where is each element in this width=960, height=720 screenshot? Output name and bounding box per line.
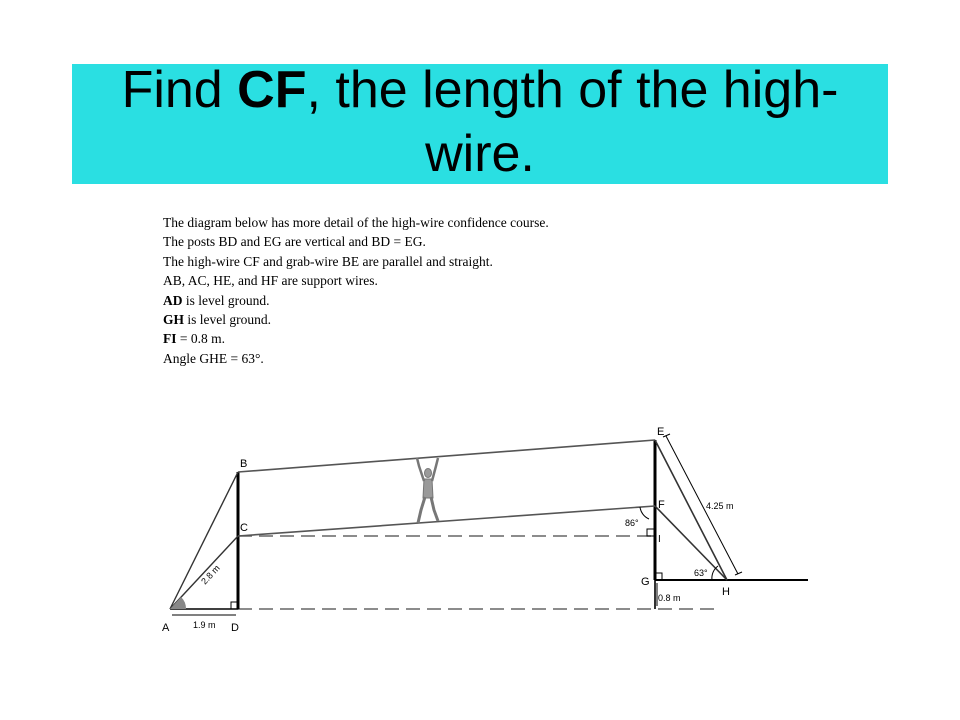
description-line: The posts BD and EG are vertical and BD … [163, 234, 426, 250]
title-bold: CF [237, 61, 307, 119]
description-line: AD is level ground. [163, 292, 270, 308]
point-label-H: H [722, 586, 730, 598]
support-wire-AB [169, 471, 239, 610]
right-angle-D [230, 601, 239, 610]
support-wire-AC [169, 535, 239, 610]
angle-arc-F [639, 506, 650, 520]
point-label-G: G [641, 576, 650, 588]
dimension-line-HE [665, 435, 739, 575]
description-line: AB, AC, HE, and HF are support wires. [163, 273, 378, 289]
page-title: Find CF, the length of the high-wire. [72, 58, 888, 186]
grab-wire-BE [237, 439, 656, 473]
title-suffix: , the length of the high-wire. [306, 61, 839, 183]
right-angle-I [646, 528, 656, 537]
angle-arc-H [711, 565, 719, 581]
support-wire-HE [654, 439, 728, 581]
measure-label-GI: 0.8 m [658, 593, 681, 603]
angle-label-GHE: 63° [694, 568, 708, 578]
support-wire-HF [654, 505, 728, 581]
measure-label-AD: 1.9 m [193, 620, 216, 630]
point-label-D: D [231, 622, 239, 634]
point-label-B: B [240, 458, 247, 470]
angle-label-F: 86° [625, 518, 639, 528]
point-label-E: E [657, 426, 664, 438]
right-angle-G [654, 572, 663, 581]
point-label-F: F [658, 499, 665, 511]
dimension-tick-H [734, 571, 743, 576]
point-label-A: A [162, 622, 170, 634]
point-label-C: C [240, 522, 248, 534]
dimension-tick-E [662, 433, 671, 438]
angle-shade-A [170, 597, 187, 609]
measure-label-HE: 4.25 m [706, 501, 734, 511]
problem-description: The diagram below has more detail of the… [163, 213, 549, 368]
description-line: GH is level ground. [163, 312, 272, 328]
description-line: FI = 0.8 m. [163, 331, 225, 347]
high-wire-CF [237, 505, 656, 537]
point-label-I: I [658, 534, 661, 545]
person-figure-icon [415, 457, 440, 524]
measure-label-AC: 2.8 m [199, 563, 222, 586]
description-line: Angle GHE = 63°. [163, 350, 264, 366]
description-line: The high-wire CF and grab-wire BE are pa… [163, 253, 493, 269]
description-line: The diagram below has more detail of the… [163, 215, 549, 230]
title-prefix: Find [121, 61, 238, 119]
title-banner [72, 64, 888, 184]
